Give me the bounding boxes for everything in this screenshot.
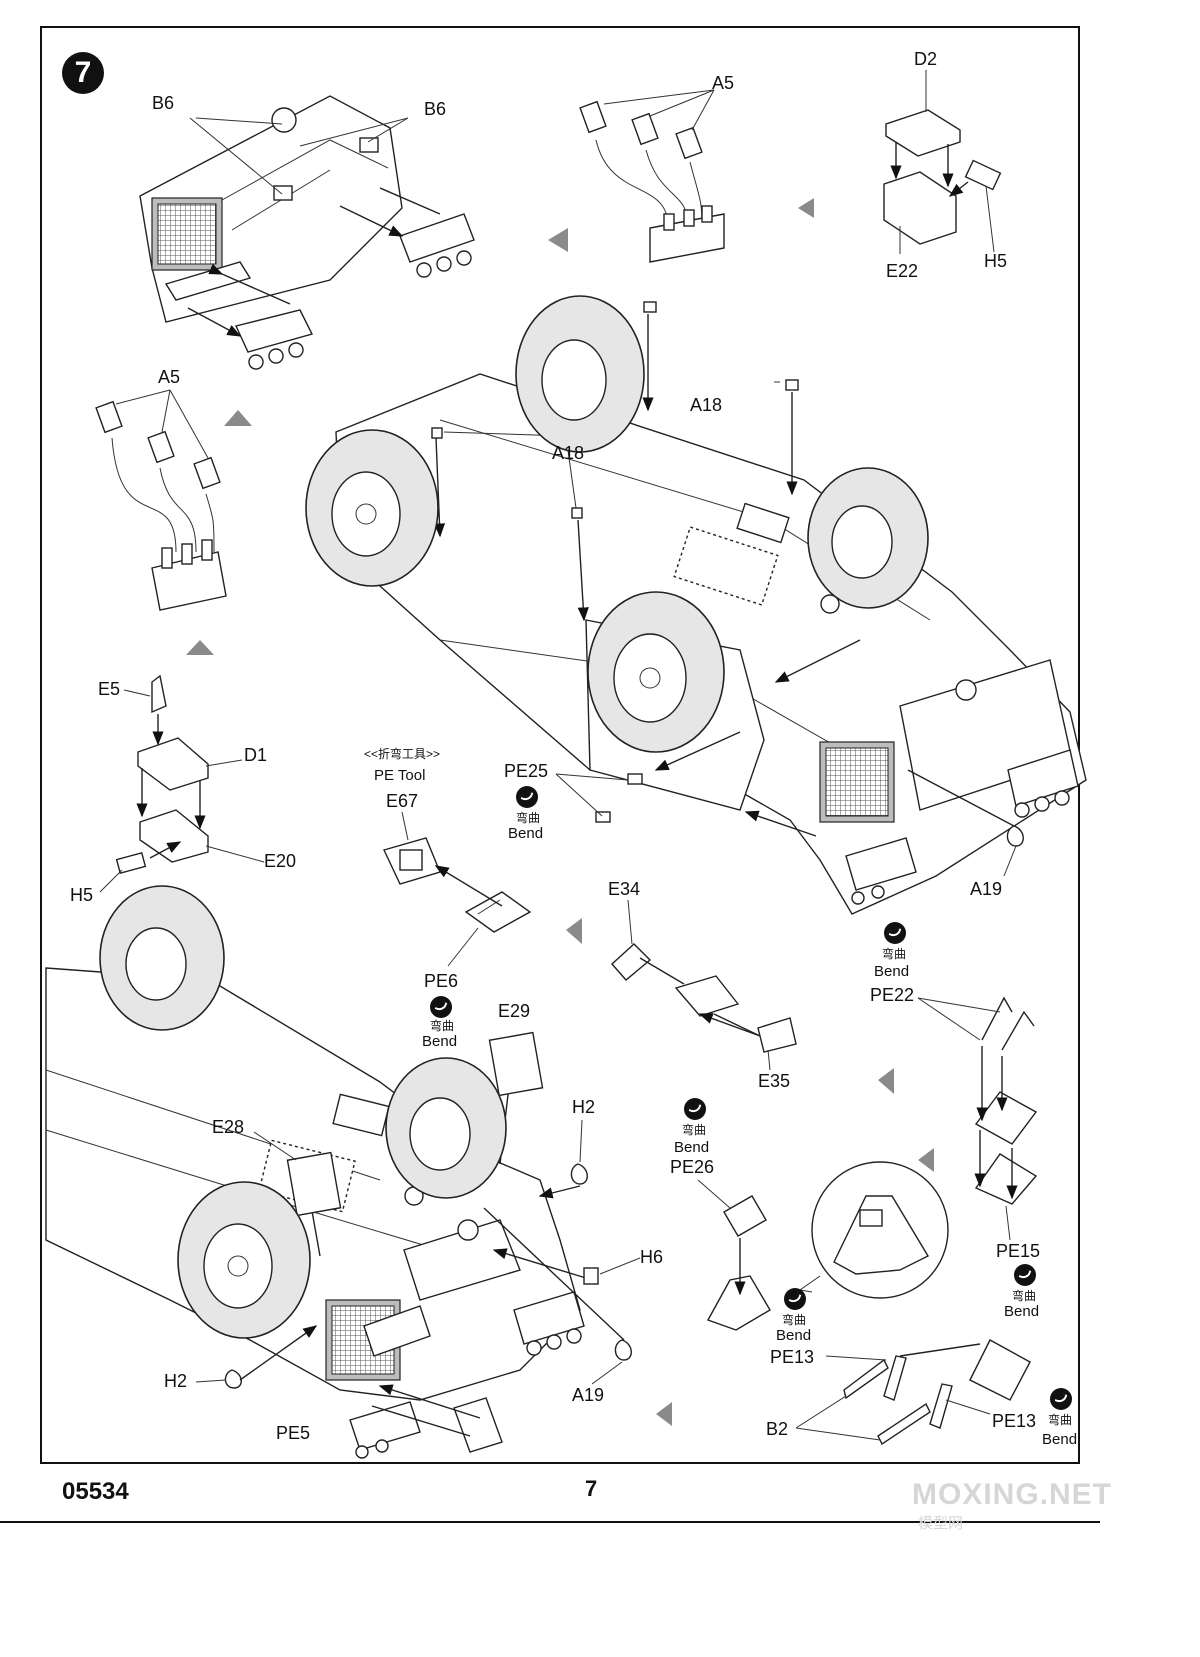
instruction-frame: [40, 26, 1080, 1464]
label-a19: A19: [970, 879, 1003, 899]
bend-icon: [516, 786, 538, 808]
label-b2: B2: [766, 1419, 789, 1439]
label-e35: E35: [758, 1071, 791, 1091]
label-pe6: PE6: [424, 971, 459, 991]
label-a19: A19: [572, 1385, 605, 1405]
bend-icon: [684, 1098, 706, 1120]
label-a5: A5: [712, 73, 735, 93]
bottom-vehicle-front-wheel: [177, 1181, 311, 1339]
bend-label-en: Bend: [776, 1327, 812, 1344]
e34-e35-assembly: [611, 899, 797, 1071]
label-a18: A18: [690, 395, 723, 415]
a5-light-assembly-left: [95, 389, 227, 611]
front-module-b6: [139, 95, 475, 370]
label-e67: E67: [386, 791, 419, 811]
label-e28: E28: [212, 1117, 245, 1137]
bend-label-cn: 弯曲: [430, 1019, 455, 1033]
bend-icon: [784, 1288, 806, 1310]
bend-label-en: Bend: [508, 825, 544, 842]
direction-chevrons: [186, 198, 934, 1426]
label-e29: E29: [498, 1001, 531, 1021]
bend-label-en: Bend: [1004, 1303, 1040, 1320]
label-d1: D1: [244, 745, 268, 765]
label-pe22: PE22: [870, 985, 915, 1005]
label-h6: H6: [640, 1247, 664, 1267]
bend-label-en: Bend: [674, 1139, 710, 1156]
label-h2: H2: [164, 1371, 188, 1391]
label-e20: E20: [264, 851, 297, 871]
label-pe15: PE15: [996, 1241, 1041, 1261]
label-pe13: PE13: [770, 1347, 815, 1367]
label-pe25: PE25: [504, 761, 549, 781]
top-vehicle-front-right-wheel: [587, 591, 725, 753]
bottom-vehicle-rear-wheel: [99, 885, 225, 1031]
main-hull-top-vehicle: [335, 301, 1087, 915]
bend-label-cn: 弯曲: [682, 1123, 707, 1137]
pe26-chock-assembly: [697, 1161, 949, 1331]
page-number: 7: [585, 1476, 598, 1501]
a5-light-assembly-top: [579, 89, 725, 263]
label-e34: E34: [608, 879, 641, 899]
pe-tool-label-cn: <<折弯工具>>: [364, 747, 441, 761]
top-vehicle-front-left-wheel: [305, 429, 439, 587]
label-h5: H5: [984, 251, 1008, 271]
watermark-logo: MOXING.NET: [912, 1478, 1113, 1511]
label-a18: A18: [552, 443, 585, 463]
label-a5: A5: [158, 367, 181, 387]
bend-label-cn: 弯曲: [882, 947, 907, 961]
label-e5: E5: [98, 679, 121, 699]
pe-tool-label-en: PE Tool: [374, 767, 426, 784]
bend-label-cn: 弯曲: [782, 1313, 807, 1327]
label-d2: D2: [914, 49, 938, 69]
main-hull-bottom-vehicle: [45, 967, 641, 1459]
label-pe5: PE5: [276, 1423, 311, 1443]
e67-pe6-tool: [383, 811, 532, 967]
kit-number: 05534: [62, 1478, 129, 1505]
bend-icon: [430, 996, 452, 1018]
bend-icon: [1014, 1264, 1036, 1286]
label-h2: H2: [572, 1097, 596, 1117]
label-b6: B6: [152, 93, 175, 113]
bend-label-cn: 弯曲: [516, 811, 541, 825]
bend-label-en: Bend: [422, 1033, 458, 1050]
label-h5: H5: [70, 885, 94, 905]
step-number-badge: 7: [62, 52, 104, 94]
bottom-vehicle-wheels: [99, 885, 507, 1339]
bend-icon: [884, 922, 906, 944]
bend-icon: [1050, 1388, 1072, 1410]
label-pe13: PE13: [992, 1411, 1037, 1431]
bottom-vehicle-mid-wheel: [385, 1057, 507, 1199]
d2-e22-h5-assembly: [883, 70, 1002, 254]
pe22-pe15-assembly: [917, 996, 1038, 1241]
watermark-subtext: 模型网: [918, 1515, 964, 1532]
label-pe26: PE26: [670, 1157, 715, 1177]
bend-label-en: Bend: [1042, 1431, 1078, 1448]
bend-label-cn: 弯曲: [1012, 1289, 1037, 1303]
label-e22: E22: [886, 261, 919, 281]
bend-label-en: Bend: [874, 963, 910, 980]
top-vehicle-rear-right-wheel: [807, 467, 929, 609]
top-vehicle-wheels: [305, 295, 929, 753]
label-b6: B6: [424, 99, 447, 119]
top-vehicle-rear-left-wheel: [515, 295, 645, 453]
e5-d1-e20-assembly: [99, 674, 265, 893]
pe13-b2-assembly: [795, 1339, 1031, 1446]
bend-label-cn: 弯曲: [1048, 1413, 1073, 1427]
